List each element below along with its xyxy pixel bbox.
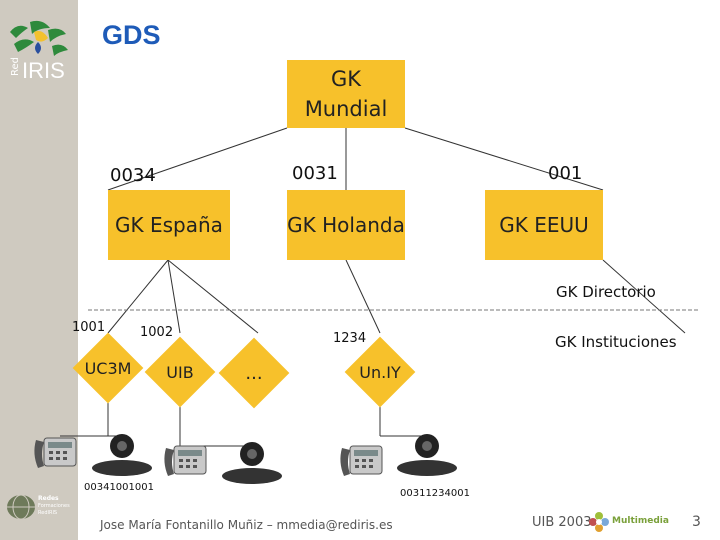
gk-directorio-label: GK Directorio: [556, 283, 656, 301]
prefix-0031: 0031: [292, 163, 338, 184]
footer-author: Jose María Fontanillo Muñiz – mmedia@red…: [100, 518, 393, 532]
gk-mundial-line2: Mundial: [304, 97, 388, 121]
number-left: 00341001001: [84, 482, 154, 493]
ellipsis-label: ...: [245, 362, 263, 384]
gk-mundial-node: GK Mundial: [287, 60, 405, 128]
prefix-1002: 1002: [140, 325, 174, 340]
page-title: GDS: [102, 20, 161, 50]
number-right: 00311234001: [400, 488, 470, 499]
redes-line2: Formaciones: [38, 503, 70, 509]
webcam-icon: [222, 442, 282, 484]
prefix-1234: 1234: [333, 331, 367, 346]
gk-instituciones-label: GK Instituciones: [555, 333, 677, 351]
rediris-emblem-icon: [10, 20, 68, 56]
redes-line3: RedIRIS: [38, 510, 58, 516]
prefix-1001: 1001: [72, 320, 106, 335]
webcam-icon: [92, 434, 152, 476]
ellipsis-node: ...: [218, 337, 290, 409]
gk-espana-node: GK España: [108, 190, 230, 260]
page-number: 3: [692, 514, 701, 530]
phone-icon: [340, 445, 383, 476]
phone-icon: [34, 437, 77, 468]
rediris-logo: [8, 18, 72, 92]
phone-icon: [164, 445, 207, 476]
uc3m-label: UC3M: [84, 358, 132, 378]
gk-espana-label: GK España: [115, 213, 223, 237]
rediris-name: IRIS: [22, 58, 65, 83]
multimedia-logo: [588, 511, 610, 537]
prefix-0034: 0034: [110, 165, 156, 186]
footer-course: UIB 2003: [532, 515, 592, 530]
redes-logo: [4, 492, 38, 526]
gk-holanda-label: GK Holanda: [287, 213, 405, 237]
gk-eeuu-label: GK EEUU: [499, 213, 589, 237]
uib-node: UIB: [144, 336, 216, 408]
uib-label: UIB: [166, 362, 194, 382]
gk-eeuu-node: GK EEUU: [485, 190, 603, 260]
uniy-node: Un.IY: [344, 336, 416, 408]
redes-line1: Redes: [38, 495, 59, 502]
uc3m-node: UC3M: [72, 332, 144, 404]
webcam-icon: [397, 434, 457, 476]
multimedia-label: Multimedia: [612, 516, 669, 526]
gk-holanda-node: GK Holanda: [287, 190, 405, 260]
gk-mundial-line1: GK: [330, 67, 362, 91]
multimedia-flower-icon: [589, 512, 609, 532]
prefix-001: 001: [548, 163, 583, 184]
network-globe-icon: [7, 494, 35, 520]
uniy-label: Un.IY: [359, 362, 401, 382]
